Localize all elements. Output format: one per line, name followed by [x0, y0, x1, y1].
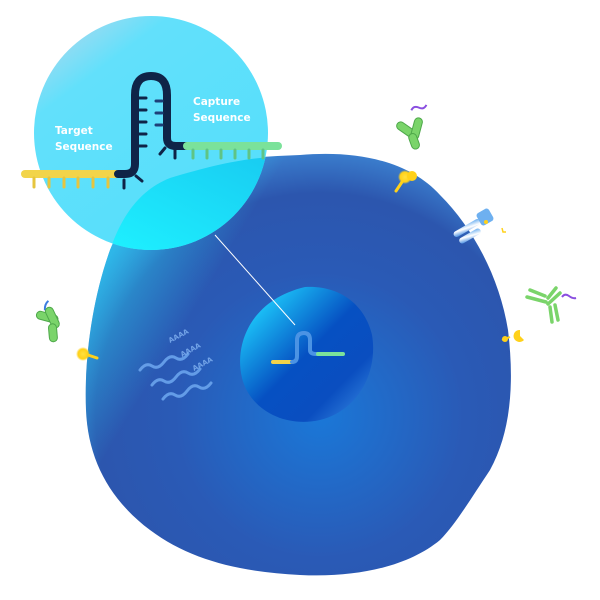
cell: AAAA AAAA AAAA: [85, 153, 511, 576]
capture-sequence-label: Capture: [193, 96, 240, 108]
target-sequence-label: Target: [55, 125, 93, 137]
linker-icon: [43, 300, 50, 311]
receptor-blue: [453, 208, 506, 244]
mrna-molecules: [138, 352, 213, 401]
linker-icon: [410, 104, 428, 111]
mrna-strand: [138, 352, 190, 372]
probe-stem-loop: [114, 71, 191, 178]
callout-magnifier: Target Sequence Capture Sequence: [21, 16, 282, 250]
callout-connector: [214, 234, 296, 326]
antibody-right: [525, 286, 577, 324]
linker-icon: [561, 293, 577, 300]
target-strand-bases: [32, 176, 110, 189]
capture-strand-bases: [191, 148, 265, 160]
receptor-left: [76, 347, 99, 361]
receptor-icon: [76, 347, 90, 361]
capture-probe: [21, 71, 282, 190]
stem-base-pairs: [122, 96, 177, 190]
target-sequence-label: Sequence: [55, 141, 113, 153]
receptor-top: [394, 170, 417, 193]
mrna-strand: [161, 381, 213, 401]
antibody-icon: [525, 288, 548, 304]
nucleus-capture-probe: [271, 330, 345, 364]
nucleus: [240, 286, 374, 422]
probe-stem-mini: [290, 330, 320, 364]
capture-sequence-label: Sequence: [193, 112, 251, 124]
antibody-top-right: [396, 104, 428, 150]
receptor-right: [501, 329, 524, 342]
antibody-left: [35, 300, 60, 343]
receptor-icon: [453, 219, 481, 238]
mrna-strand: [150, 367, 202, 387]
